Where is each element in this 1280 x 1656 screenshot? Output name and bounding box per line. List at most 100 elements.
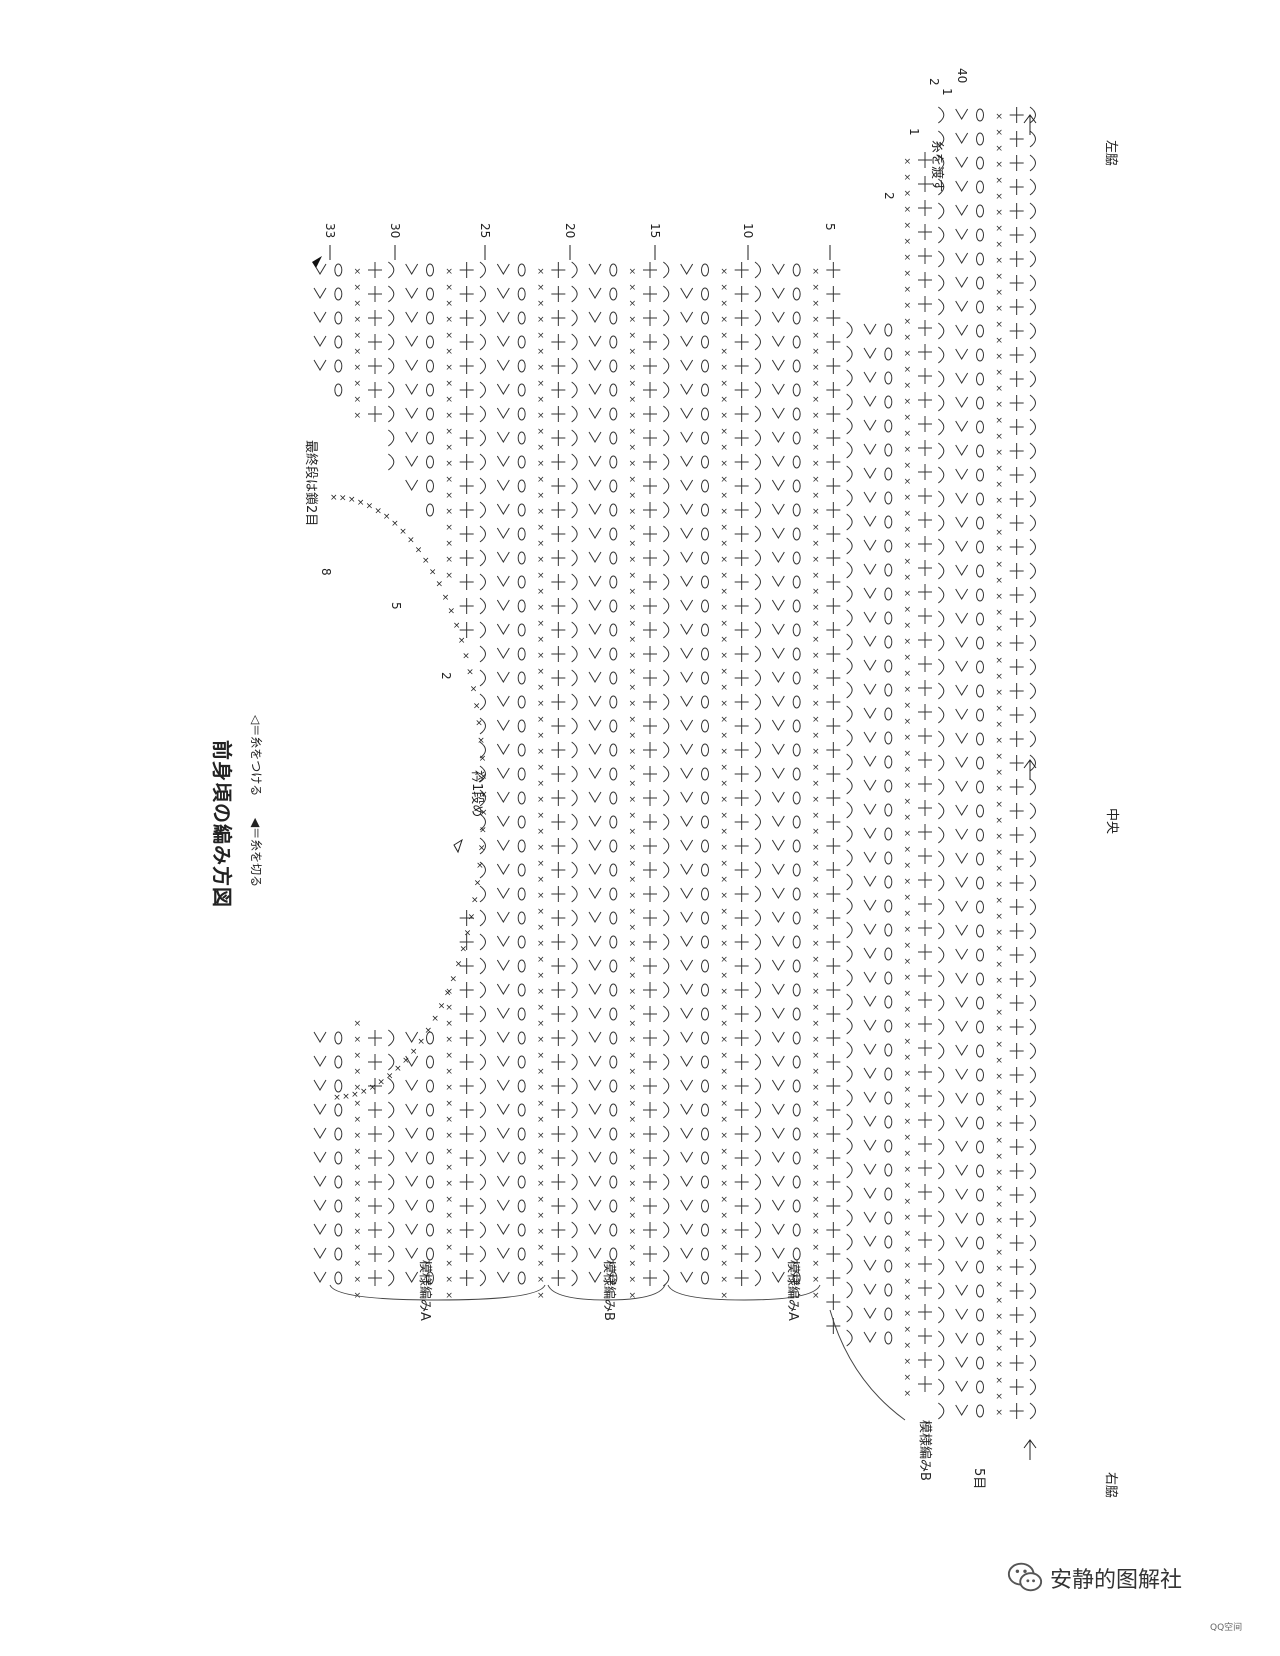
sc-stitch: × — [445, 411, 453, 421]
arch-stitch — [479, 669, 486, 687]
sc-stitch: × — [995, 1280, 1003, 1290]
dc-stitch — [918, 416, 932, 432]
sc-stitch: × — [720, 1131, 728, 1141]
stitch-v — [496, 431, 510, 443]
stitch-v — [955, 180, 969, 192]
dc-stitch — [551, 886, 566, 902]
chain-stitch — [884, 1091, 893, 1105]
arch-stitch — [388, 261, 395, 279]
dc-stitch — [826, 574, 841, 590]
neck-edge-stitch: × — [478, 844, 486, 854]
stitch-v — [313, 1103, 327, 1115]
chain-stitch — [976, 372, 984, 386]
dc-stitch — [826, 550, 841, 566]
arch-stitch — [1029, 586, 1036, 604]
sc-stitch: × — [904, 221, 912, 231]
dc-stitch — [368, 334, 382, 350]
dc-stitch — [734, 766, 749, 782]
chain-stitch — [517, 983, 526, 997]
chain-stitch — [609, 1247, 618, 1261]
stitch-v — [405, 431, 419, 443]
sc-stitch: × — [629, 763, 637, 773]
stitch-v — [955, 828, 969, 840]
chain-stitch — [976, 204, 984, 218]
sc-stitch: × — [629, 955, 637, 965]
dc-stitch — [918, 704, 932, 720]
band-bracket — [667, 1284, 821, 1301]
arch-stitch — [571, 453, 578, 471]
sc-stitch: × — [995, 416, 1003, 426]
sc-stitch: × — [995, 1408, 1003, 1418]
sc-stitch: × — [629, 315, 637, 325]
sc-stitch: × — [812, 1291, 820, 1301]
arch-stitch — [663, 1029, 670, 1047]
chain-stitch — [517, 887, 526, 901]
sc-stitch: × — [354, 395, 362, 405]
stitch-v — [771, 455, 785, 467]
band-bracket — [329, 1284, 546, 1301]
chain-stitch — [334, 1151, 343, 1165]
sc-stitch: × — [904, 1133, 912, 1143]
stitch-v — [496, 1175, 510, 1187]
dc-stitch — [826, 838, 841, 854]
stitch-v — [771, 479, 785, 491]
chain-stitch — [884, 1307, 893, 1321]
dc-stitch — [368, 358, 382, 374]
dc-stitch — [918, 920, 932, 936]
chain-stitch — [884, 515, 893, 529]
stitch-v — [680, 695, 694, 707]
five-stitch-label: 5目 — [971, 1468, 986, 1490]
chain-stitch — [701, 1007, 709, 1021]
arch-stitch — [1029, 298, 1036, 316]
arch-stitch — [846, 393, 853, 411]
dc-stitch — [918, 224, 932, 240]
sc-stitch: × — [537, 1083, 545, 1093]
sc-stitch: × — [812, 1003, 820, 1013]
arch-stitch — [1029, 466, 1036, 484]
chain-stitch — [426, 455, 434, 469]
stitch-v — [496, 815, 510, 827]
arch-stitch — [1029, 1258, 1036, 1276]
neck-edge-stitch: × — [466, 668, 474, 678]
chain-stitch — [609, 695, 618, 709]
sc-stitch: × — [354, 1179, 362, 1189]
neck-edge-stitch: × — [476, 861, 484, 871]
sc-stitch: × — [629, 1291, 637, 1301]
sc-stitch: × — [995, 1248, 1003, 1258]
stitch-v — [680, 743, 694, 755]
chain-stitch — [517, 1199, 526, 1213]
sc-stitch: × — [537, 891, 545, 901]
chain-stitch — [517, 359, 526, 373]
sc-stitch: × — [904, 445, 912, 455]
sc-stitch: × — [995, 192, 1003, 202]
chain-stitch — [426, 503, 434, 517]
sc-stitch: × — [537, 859, 545, 869]
sc-stitch: × — [720, 267, 728, 277]
chain-stitch — [884, 419, 893, 433]
sc-stitch: × — [720, 1291, 728, 1301]
dc-stitch — [1009, 971, 1024, 987]
arch-stitch — [663, 285, 670, 303]
sc-stitch: × — [720, 1243, 728, 1253]
yarn-carry-label: 糸を渡す — [929, 140, 944, 193]
dc-stitch — [734, 1174, 749, 1190]
chain-stitch — [701, 287, 709, 301]
arch-stitch — [663, 333, 670, 351]
arch-stitch — [754, 621, 761, 639]
sc-stitch: × — [720, 443, 728, 453]
neck-edge-stitch: × — [475, 719, 483, 729]
stitch-v — [863, 1235, 877, 1247]
neck-edge-stitch: × — [464, 929, 472, 939]
arch-stitch — [663, 381, 670, 399]
sc-stitch: × — [629, 1115, 637, 1125]
stitch-v — [955, 1116, 969, 1128]
chain-stitch — [609, 575, 618, 589]
dc-stitch — [459, 910, 474, 926]
arch-stitch — [938, 1378, 945, 1396]
chain-stitch — [976, 852, 984, 866]
dc-stitch — [1009, 539, 1024, 555]
dc-stitch — [368, 382, 382, 398]
sc-stitch: × — [720, 795, 728, 805]
chain-stitch — [792, 863, 801, 877]
arch-stitch — [479, 885, 486, 903]
